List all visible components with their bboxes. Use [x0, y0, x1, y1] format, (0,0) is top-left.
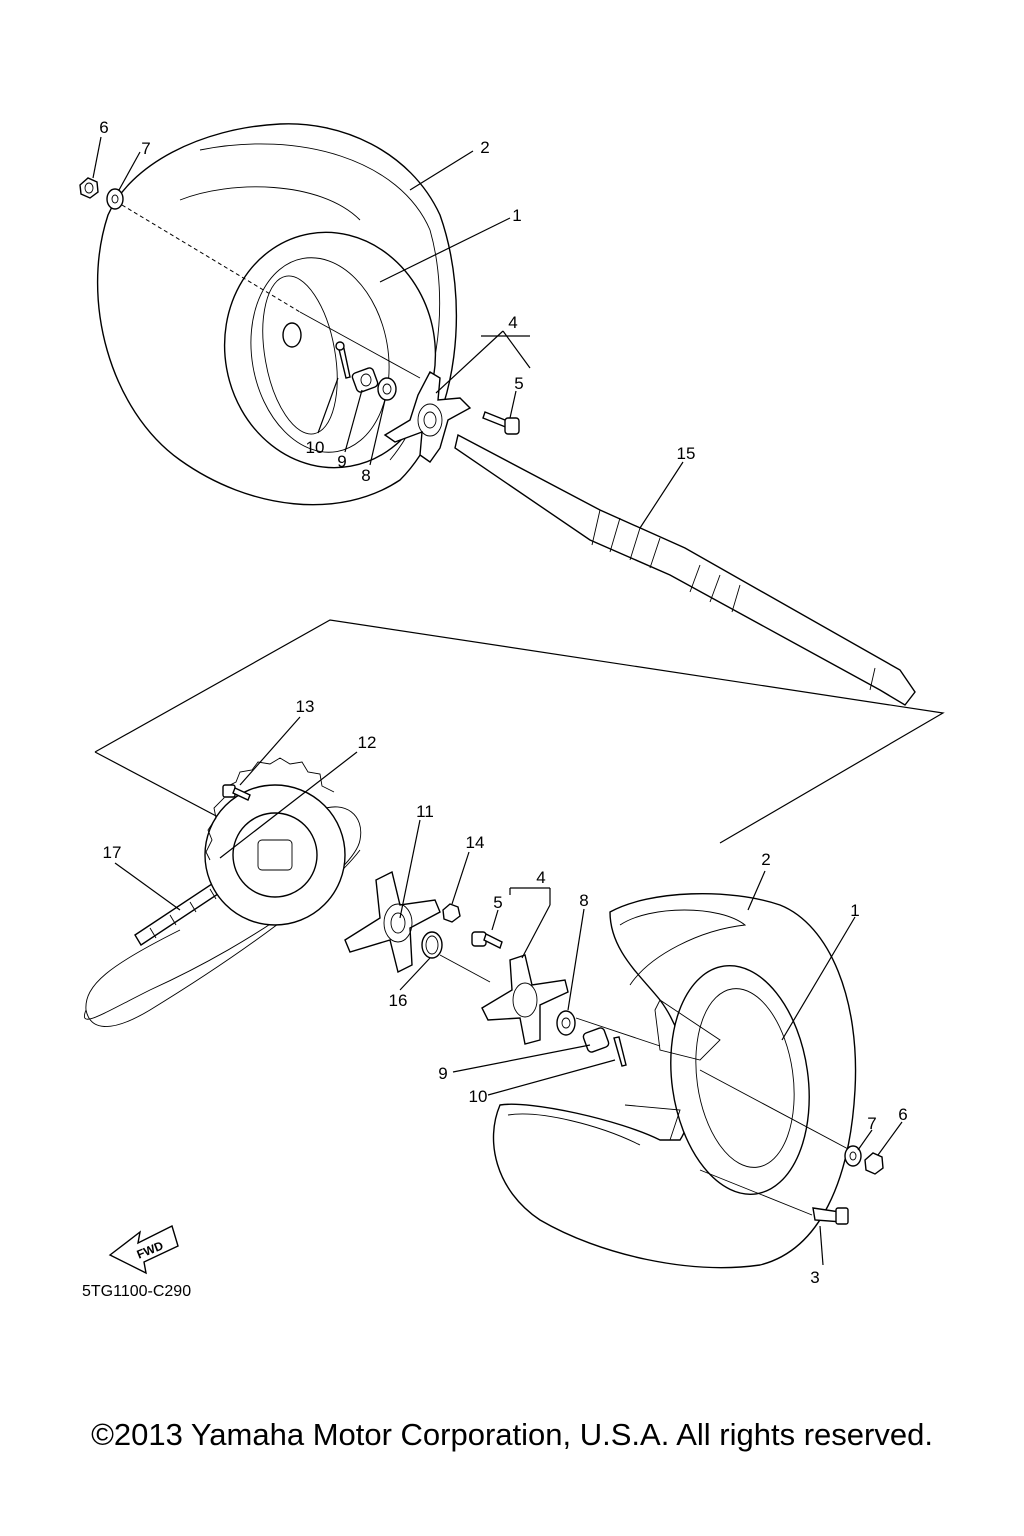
callout-16: 16	[389, 991, 408, 1010]
callout-6-top: 6	[99, 118, 108, 137]
bolt-13	[222, 784, 251, 801]
washer-7-bottom	[844, 1145, 862, 1167]
top-nut-6	[79, 177, 99, 199]
callout-15: 15	[677, 444, 696, 463]
diagram-code: 5TG1100-C290	[82, 1283, 192, 1300]
callout-1-bottom: 1	[850, 901, 859, 920]
callout-7-top: 7	[141, 139, 150, 158]
bottom-tire	[492, 892, 857, 1269]
callout-10-top: 10	[306, 438, 325, 457]
callout-1-top: 1	[512, 206, 521, 225]
callout-2-top: 2	[480, 138, 489, 157]
top-washer-8	[377, 377, 397, 401]
callout-17: 17	[103, 843, 122, 862]
callout-11: 11	[416, 802, 434, 821]
nut-6-bottom	[864, 1152, 884, 1175]
callout-9-top: 9	[337, 452, 346, 471]
copyright-notice: ©2013 Yamaha Motor Corporation, U.S.A. A…	[91, 1417, 933, 1452]
cotter-pin-10-bottom	[613, 1036, 627, 1067]
top-hub-4	[383, 371, 472, 463]
sprocket-12	[204, 757, 346, 926]
callout-4-bottom: 4	[536, 868, 545, 887]
callout-8-top: 8	[361, 466, 370, 485]
callout-9-bottom: 9	[438, 1064, 447, 1083]
callout-13: 13	[296, 697, 315, 716]
callout-4-top: 4	[508, 313, 517, 332]
nut-14	[442, 903, 461, 923]
callout-3: 3	[810, 1268, 819, 1287]
callout-7-bottom: 7	[867, 1114, 876, 1133]
top-washer-7	[106, 188, 124, 210]
callout-5-top: 5	[514, 374, 523, 393]
stud-5-bottom	[471, 931, 503, 949]
washer-8-bottom	[556, 1010, 576, 1036]
hub-4-bottom	[481, 954, 569, 1045]
valve-3	[812, 1207, 849, 1225]
fwd-arrow-icon: FWD	[108, 1225, 179, 1275]
rear-axle-15	[454, 433, 916, 706]
circlip-16	[421, 931, 443, 959]
callout-2-bottom: 2	[761, 850, 770, 869]
callout-14: 14	[466, 833, 485, 852]
top-cotter-pin-10	[335, 341, 351, 379]
callout-6-bottom: 6	[898, 1105, 907, 1124]
callout-5-bottom: 5	[493, 893, 502, 912]
top-stud-5	[482, 411, 520, 435]
axle-nut-9-bottom	[582, 1027, 610, 1053]
callout-10-bottom: 10	[469, 1087, 488, 1106]
callout-8-bottom: 8	[579, 891, 588, 910]
top-axle-nut-9	[351, 367, 379, 393]
top-tire	[97, 123, 457, 506]
sprocket-hub-11	[344, 870, 441, 974]
callout-12: 12	[358, 733, 377, 752]
